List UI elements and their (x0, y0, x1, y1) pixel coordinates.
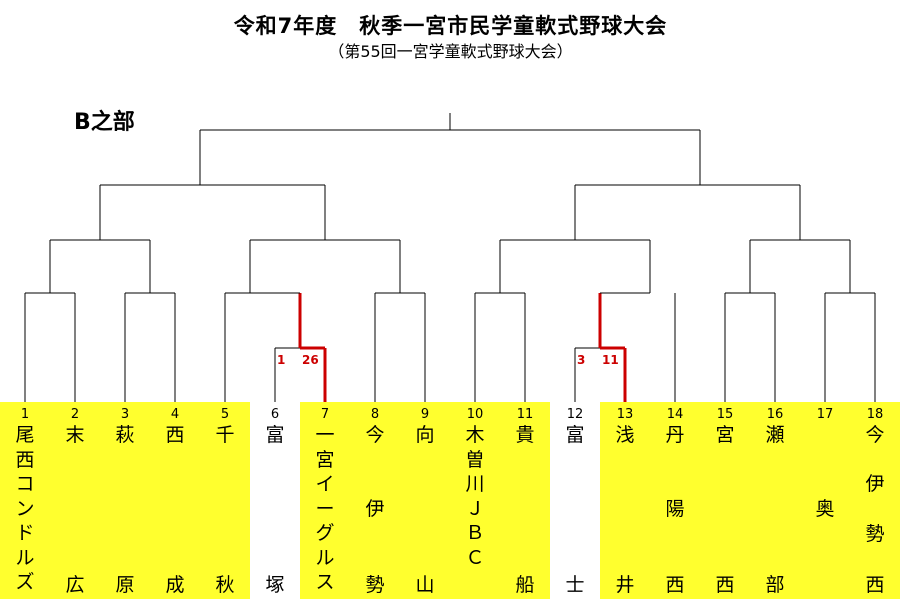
team-name-char: 奥 (815, 498, 835, 520)
team-name-char: 今 (865, 424, 885, 446)
team-number: 14 (666, 407, 684, 422)
team-name-char: 塚 (265, 574, 285, 596)
score-6: 1 (277, 353, 286, 367)
team-name-char: 千 (215, 424, 235, 446)
team-name-char: 勢 (365, 574, 385, 596)
team-name-char: ン (15, 497, 35, 520)
team-name-char: ル (15, 546, 35, 569)
highlight-block (600, 402, 900, 599)
team-number: 1 (20, 407, 30, 422)
team-number: 8 (370, 407, 380, 422)
team-name-char: 萩 (115, 424, 135, 446)
team-name-char: コ (15, 473, 35, 495)
team-name-char: 木 (465, 424, 485, 446)
team-name-char: イ (315, 473, 335, 495)
team-name-char: 尾 (15, 424, 35, 446)
team-number: 17 (816, 407, 834, 422)
team-name-char: 宮 (315, 448, 335, 471)
team-name-char: 瀬 (765, 424, 785, 446)
highlight-block (0, 402, 250, 599)
team-name-char: 伊 (365, 498, 385, 520)
team-name-char: グ (315, 522, 335, 544)
team-name-char: 西 (15, 448, 35, 471)
team-name-char: 広 (65, 574, 85, 596)
team-name-char: 士 (565, 574, 585, 596)
team-name-char: 西 (715, 574, 735, 596)
team-number: 13 (616, 407, 634, 422)
team-name-char: ル (315, 546, 335, 569)
team-name-char: 西 (865, 574, 885, 596)
team-name-char: 西 (165, 424, 185, 446)
team-number: 9 (420, 407, 430, 422)
team-number: 15 (716, 407, 734, 422)
team-name-char: 部 (765, 574, 785, 596)
team-name-char: Ｂ (465, 522, 485, 544)
team-name-char: 貴 (515, 424, 535, 446)
team-number: 11 (516, 407, 534, 422)
team-name-char: 今 (365, 424, 385, 446)
team-number: 4 (170, 407, 180, 422)
team-number: 2 (70, 407, 80, 422)
highlight-block (300, 402, 550, 599)
team-name-char: 伊 (865, 473, 885, 495)
team-name-char: 末 (65, 424, 85, 446)
team-name-char: ー (315, 497, 335, 520)
team-name-char: 船 (515, 574, 535, 596)
team-name-char: 川 (465, 473, 485, 495)
score-7: 26 (302, 353, 319, 367)
team-name-char: 山 (415, 574, 435, 596)
team-number: 3 (120, 407, 130, 422)
team-name-char: 宮 (715, 424, 735, 446)
team-number: 7 (320, 407, 330, 422)
team-name-char: 曽 (465, 448, 485, 471)
team-name-char: 浅 (615, 424, 635, 446)
team-name-char: 向 (415, 424, 435, 446)
team-number: 6 (270, 407, 280, 422)
team-number: 10 (466, 407, 484, 422)
team-number: 12 (566, 407, 584, 422)
team-name-char: ズ (15, 571, 35, 593)
section-label: B之部 (74, 110, 135, 135)
team-name-char: 富 (565, 424, 585, 446)
team-name-char: 秋 (215, 574, 235, 596)
team-name-char: 井 (615, 574, 635, 596)
team-number: 16 (766, 407, 784, 422)
team-name-char: 勢 (865, 523, 885, 545)
team-name-char: Ｃ (465, 546, 485, 569)
page-subtitle: （第55回一宮学童軟式野球大会） (328, 42, 573, 61)
team-name-char: Ｊ (465, 497, 485, 520)
team-name-char: 西 (665, 574, 685, 596)
team-number: 5 (220, 407, 230, 422)
team-name-char: 富 (265, 424, 285, 446)
team-name-char: 丹 (665, 424, 685, 446)
team-name-char: ド (15, 522, 35, 544)
team-name-char: 成 (165, 574, 185, 596)
score-13: 11 (602, 353, 619, 367)
team-name-char: 陽 (665, 498, 685, 520)
team-name-char: 一 (315, 424, 335, 446)
team-number: 18 (866, 407, 884, 422)
team-name-char: 原 (115, 574, 135, 596)
page-title: 令和7年度 秋季一宮市民学童軟式野球大会 (233, 14, 668, 38)
score-12: 3 (577, 353, 586, 367)
team-name-char: ス (315, 571, 335, 593)
